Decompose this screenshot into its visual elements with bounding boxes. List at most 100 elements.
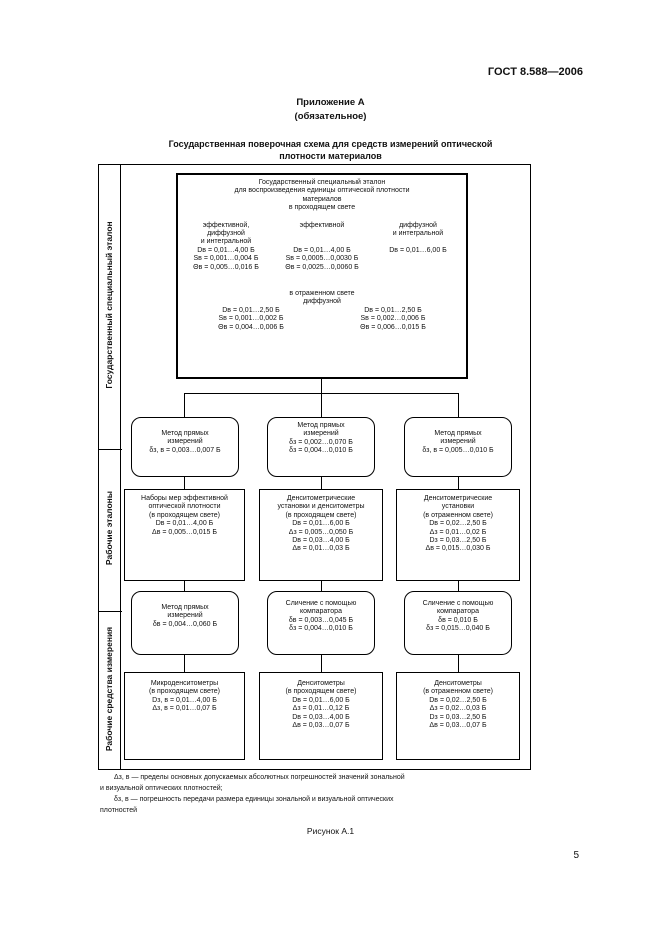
- reflected-right: Dв = 0,01…2,50 Б Sв = 0,002…0,006 Б Θв =…: [360, 307, 426, 332]
- box-line: Dв = 0,02…2,50 Б: [429, 696, 487, 704]
- connector: [458, 654, 460, 673]
- box-line: измерений: [303, 430, 339, 438]
- box-line: (в отраженном свете): [423, 688, 493, 696]
- box-line: установки: [441, 503, 475, 511]
- scheme-frame: [98, 164, 531, 770]
- box-line: Метод прямых: [434, 430, 482, 437]
- box-line: Δв = 0,015…0,030 Б: [425, 545, 491, 553]
- box-line: Метод прямых: [297, 422, 345, 429]
- box-line: δв = 0,010 Б: [438, 616, 478, 624]
- box-line: (в проходящем свете): [285, 511, 357, 519]
- section-working-instruments: Рабочие средства измерения: [98, 611, 120, 770]
- connector: [184, 580, 186, 592]
- scheme-title-line: Государственная поверочная схема для сре…: [168, 139, 493, 149]
- box-line: Δз = 0,005…0,050 Б: [288, 528, 354, 536]
- box-line: Δз = 0,01…0,12 Б: [292, 705, 350, 713]
- state-standard-box: Государственный специальный эталон для в…: [176, 173, 468, 379]
- transmitted-label: в проходящем свете: [288, 204, 356, 212]
- method-box: Метод прямых измерений δв = 0,004…0,060 …: [131, 591, 239, 655]
- box-line: компаратора: [437, 608, 479, 616]
- box-line: Δв = 0,03…0,07 Б: [429, 722, 487, 730]
- box-line: оптической плотности: [148, 503, 221, 511]
- box-line: (в проходящем свете): [285, 688, 357, 696]
- comparator-box: Сличение с помощью компаратора δв = 0,01…: [404, 591, 512, 655]
- connector: [321, 580, 323, 592]
- connector: [184, 654, 186, 673]
- box-line: Денситометры: [297, 680, 345, 687]
- comparator-box: Сличение с помощью компаратора δв = 0,00…: [267, 591, 375, 655]
- appendix-heading: Приложение А (обязательное): [0, 96, 661, 124]
- diffuse-label: диффузной: [303, 298, 341, 306]
- box-line: Сличение с помощью: [285, 600, 357, 607]
- column-title: эффективной: [299, 221, 345, 229]
- box-line: Dв = 0,02…2,50 Б: [429, 520, 487, 528]
- instrument-box: Денситометры (в проходящем свете) Dв = 0…: [259, 672, 383, 760]
- box-line: Δз = 0,01…0,02 Б: [429, 528, 487, 536]
- appendix-title: Приложение А: [296, 97, 365, 108]
- box-line: δз, в = 0,005…0,010 Б: [422, 446, 494, 454]
- note-line: и визуальной оптических плотностей;: [100, 785, 223, 792]
- section-divider: [98, 449, 122, 450]
- note-line: Δз, в — пределы основных допускаемых абс…: [114, 774, 405, 781]
- box-line: Денситометры: [434, 680, 482, 687]
- working-standard-box: Наборы мер эффективной оптической плотно…: [124, 489, 245, 581]
- value-line: Θв = 0,0025…0,0060 Б: [285, 263, 359, 271]
- value-line: Sв = 0,002…0,006 Б: [360, 315, 426, 323]
- heading-line: для воспроизведения единицы оптической п…: [234, 187, 410, 195]
- method-box: Метод прямых измерений δз, в = 0,003…0,0…: [131, 417, 239, 477]
- reflected-columns: Dв = 0,01…2,50 Б Sв = 0,001…0,002 Б Θв =…: [180, 307, 464, 332]
- side-label-working-standards: Рабочие эталоны: [104, 490, 114, 566]
- value-line: Sв = 0,001…0,002 Б: [218, 315, 284, 323]
- box-line: Наборы мер эффективной: [141, 495, 228, 502]
- figure-caption: Рисунок А.1: [306, 826, 355, 836]
- column-title: и интегральной: [200, 238, 252, 246]
- value-line: Θв = 0,004…0,006 Б: [218, 323, 284, 331]
- reflected-label: в отраженном свете: [289, 290, 355, 298]
- value-line: Dв = 0,01…2,50 Б: [222, 306, 280, 314]
- section-state: Государственный специальный эталон: [98, 164, 120, 449]
- connector: [321, 654, 323, 673]
- section-working-standards: Рабочие эталоны: [98, 449, 120, 611]
- box-line: δз = 0,004…0,010 Б: [289, 447, 353, 455]
- value-line: Dв = 0,01…4,00 Б: [293, 246, 351, 254]
- box-line: Dв = 0,01…6,00 Б: [292, 520, 350, 528]
- connector: [321, 476, 323, 490]
- working-standard-box: Денситометрические установки (в отраженн…: [396, 489, 520, 581]
- box-line: δз = 0,015…0,040 Б: [426, 625, 490, 633]
- side-label-column: [98, 164, 121, 770]
- column-title: и интегральной: [392, 230, 444, 238]
- value-line: Θв = 0,005…0,016 Б: [193, 263, 259, 271]
- value-line: Sв = 0,001…0,004 Б: [193, 255, 259, 263]
- spacer: [276, 230, 368, 247]
- transmitted-columns: эффективной, диффузной и интегральной Dв…: [180, 222, 464, 272]
- box-line: Dв = 0,03…4,00 Б: [292, 537, 350, 545]
- connector: [184, 393, 186, 418]
- box-line: Δв = 0,005…0,015 Б: [152, 528, 217, 536]
- box-line: (в проходящем свете): [148, 688, 220, 696]
- connector: [458, 580, 460, 592]
- box-line: установки и денситометры: [277, 503, 365, 511]
- method-box: Метод прямых измерений δз, в = 0,005…0,0…: [404, 417, 512, 477]
- note-line: плотностей: [100, 807, 138, 814]
- appendix-status: (обязательное): [294, 111, 367, 122]
- value-line: Dв = 0,01…2,50 Б: [364, 306, 422, 314]
- box-line: измерений: [167, 438, 203, 446]
- scheme-title-line: плотности материалов: [279, 151, 382, 161]
- page-number: 5: [573, 850, 579, 861]
- heading-line: материалов: [302, 195, 342, 203]
- box-line: Метод прямых: [161, 430, 209, 437]
- box-line: Dв = 0,01…6,00 Б: [292, 696, 350, 704]
- connector: [321, 393, 323, 418]
- column-diffuse-integral: диффузной и интегральной Dв = 0,01…6,00 …: [372, 222, 464, 272]
- box-line: Денситометрические: [423, 495, 493, 502]
- heading-line: Государственный специальный эталон: [258, 179, 386, 186]
- box-line: Dз = 0,03…2,50 Б: [429, 537, 487, 545]
- column-title: эффективной,: [202, 221, 250, 229]
- box-line: Денситометрические: [286, 495, 356, 502]
- instrument-box: Денситометры (в отраженном свете) Dв = 0…: [396, 672, 520, 760]
- connector: [458, 476, 460, 490]
- box-line: Сличение с помощью: [422, 600, 494, 607]
- scheme-title: Государственная поверочная схема для сре…: [0, 138, 661, 162]
- box-line: Dз = 0,03…2,50 Б: [429, 713, 487, 721]
- box-line: Δв = 0,01…0,03 Б: [292, 545, 350, 553]
